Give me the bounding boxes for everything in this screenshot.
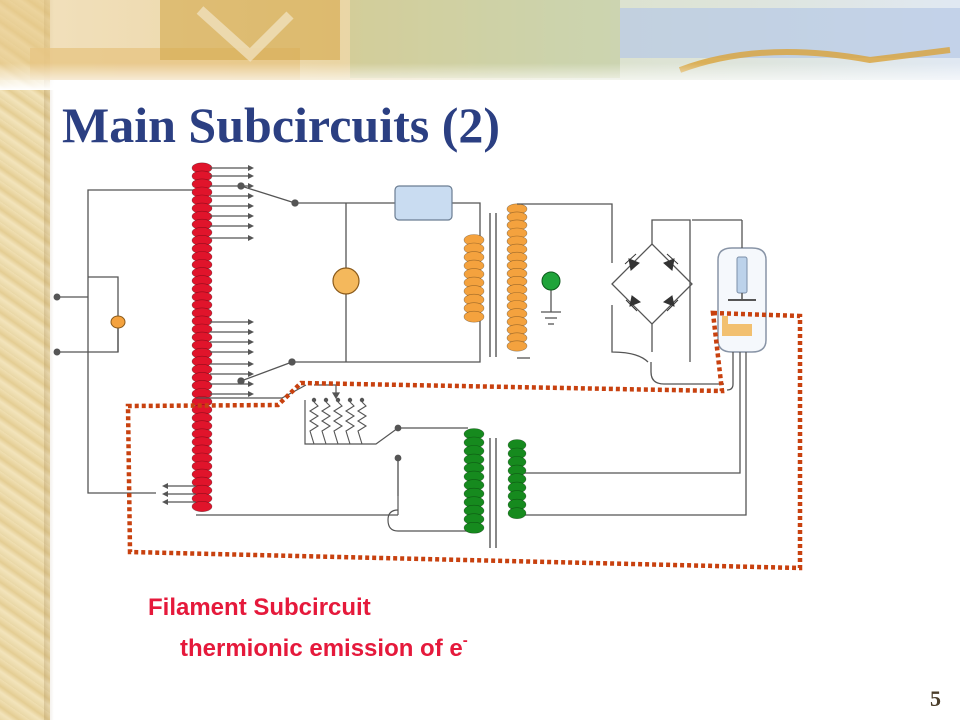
tap-arrow [162, 499, 168, 505]
hv-secondary-turn [506, 340, 528, 352]
caption-superscript: - [462, 632, 468, 649]
resistor-tap [347, 397, 353, 403]
hv-transformer [463, 203, 528, 357]
tap-arrow [248, 371, 254, 377]
tap-arrow [248, 319, 254, 325]
resistor-tap [323, 397, 329, 403]
tap-arrow [248, 213, 254, 219]
input-lamp [110, 315, 126, 329]
tap-arrow [162, 483, 168, 489]
resistor-icon [308, 397, 368, 445]
hv-secondary-coil [506, 203, 528, 352]
tap-arrow [248, 381, 254, 387]
tap-arrow [248, 193, 254, 199]
resistor-element [320, 401, 332, 445]
hv-primary-turn [463, 310, 485, 323]
kvp-meter [332, 267, 360, 295]
autotransformer [191, 162, 213, 512]
timer-box [394, 185, 453, 221]
hv-core [489, 213, 497, 357]
filament-secondary-coil [507, 439, 527, 520]
resistor-element [308, 401, 320, 445]
tap-arrow [248, 349, 254, 355]
autotransformer-turn [191, 500, 213, 512]
decorative-left-strip [0, 0, 50, 720]
caption-subtitle: thermionic emission of e- [180, 632, 468, 663]
tap-arrow [248, 391, 254, 397]
filament-primary-turn [463, 521, 485, 534]
filament-secondary-turn [507, 507, 527, 520]
tap-arrow [248, 183, 254, 189]
autotransformer-taps [162, 165, 254, 505]
tap-arrow [248, 173, 254, 179]
resistor-element [332, 401, 344, 445]
tap-arrow [248, 339, 254, 345]
tap-arrow [248, 361, 254, 367]
decorative-left-shade [44, 0, 54, 720]
filament-primary-coil [463, 428, 485, 534]
resistor-tap [359, 397, 365, 403]
filament-core [489, 438, 497, 548]
tap-arrow [248, 235, 254, 241]
tap-arrow [248, 223, 254, 229]
filament-selector [196, 384, 468, 532]
tap-arrow [248, 203, 254, 209]
hv-primary-coil [463, 234, 485, 323]
tube-cathode-wiring [517, 352, 747, 516]
resistor-tap [311, 397, 317, 403]
tap-arrow [248, 165, 254, 171]
diode-icon [624, 253, 679, 312]
slide-title: Main Subcircuits (2) [62, 97, 500, 153]
decorative-header-banner [0, 0, 960, 90]
tap-arrow [248, 329, 254, 335]
resistor-element [344, 401, 356, 445]
caption-title: Filament Subcircuit [148, 594, 371, 621]
hv-secondary-wiring [517, 203, 649, 363]
caption-subtitle-text: thermionic emission of e [180, 635, 463, 662]
filament-circuit-outline [125, 310, 803, 571]
xray-tube-icon [692, 219, 767, 353]
rectifier-bridge [611, 219, 693, 362]
filament-transformer [463, 428, 527, 548]
page-number: 5 [930, 686, 941, 711]
tap-arrow [162, 491, 168, 497]
resistor-element [356, 401, 368, 445]
resistor-tap [335, 397, 341, 403]
ground-icon [541, 271, 561, 325]
